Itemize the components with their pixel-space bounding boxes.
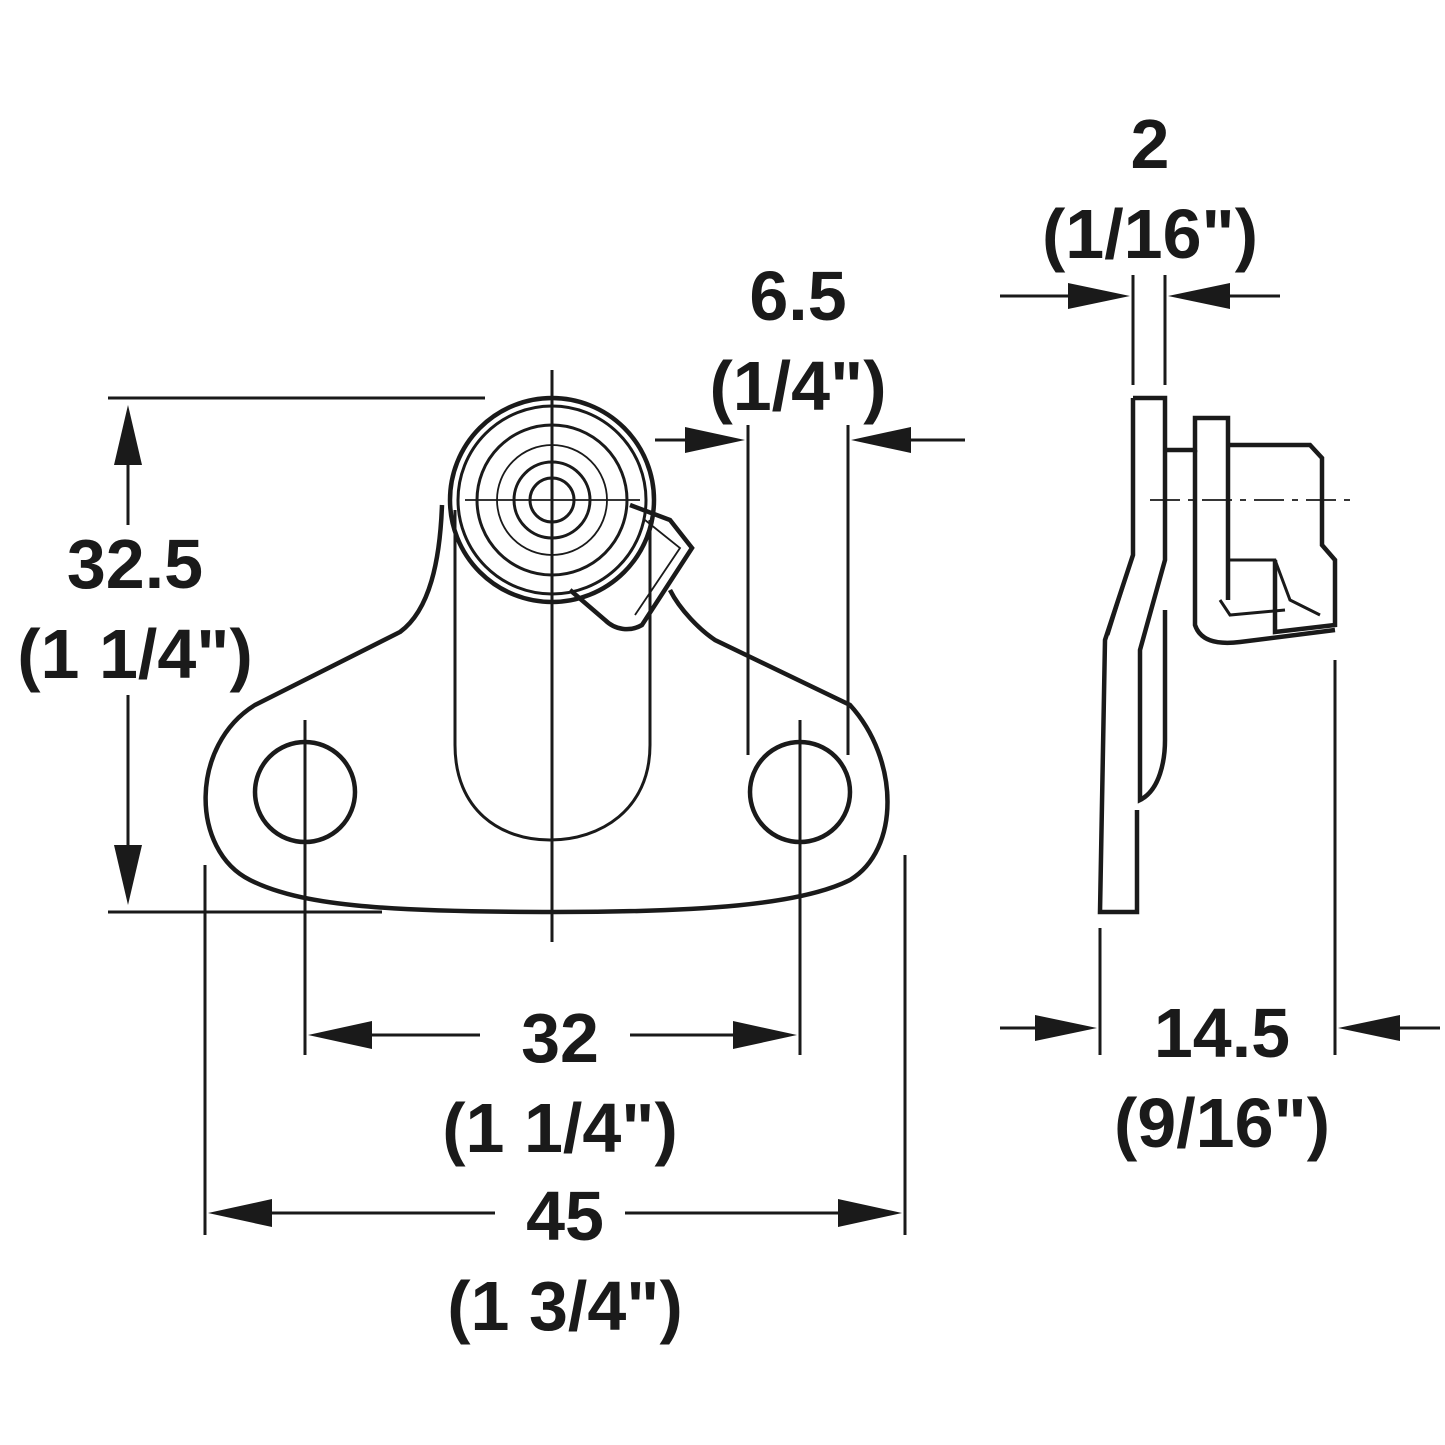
hole-spacing-dimension: 32 (1 1/4") xyxy=(303,720,802,1167)
slot-width-dimension: 6.5 (1/4") xyxy=(655,257,965,755)
height-arrow-top xyxy=(114,405,142,465)
hole-spacing-arrow-right xyxy=(733,1021,797,1049)
slot-arrow-left xyxy=(685,427,745,453)
clip-tab xyxy=(568,502,695,632)
hole-spacing-imperial-label: (1 1/4") xyxy=(442,1089,678,1167)
slot-width-imperial-label: (1/4") xyxy=(709,347,886,425)
overall-width-arrow-right xyxy=(838,1199,902,1227)
front-view xyxy=(203,370,890,942)
slot-width-metric-label: 6.5 xyxy=(749,257,846,335)
stud-lower xyxy=(1192,450,1336,645)
stud-body xyxy=(1228,442,1338,635)
clip-tab-inner xyxy=(634,519,682,616)
base-plate-outline xyxy=(203,504,890,915)
side-plate-edge xyxy=(1106,554,1135,636)
height-metric-label: 32.5 xyxy=(67,525,203,603)
slot-arrow-right xyxy=(851,427,911,453)
height-arrow-bottom xyxy=(114,845,142,905)
overall-width-dimension: 45 (1 3/4") xyxy=(203,855,907,1345)
overall-width-imperial-label: (1 3/4") xyxy=(447,1267,683,1345)
stud-clip-detail xyxy=(1228,558,1321,617)
thickness-metric-label: 2 xyxy=(1131,105,1170,183)
height-dimension: 32.5 (1 1/4") xyxy=(17,396,485,914)
thickness-dimension: 2 (1/16") xyxy=(1000,105,1280,385)
side-plate xyxy=(1097,395,1168,915)
stud-clip-inner xyxy=(1218,599,1286,617)
overall-width-metric-label: 45 xyxy=(526,1177,604,1255)
depth-arrow-right xyxy=(1338,1015,1400,1041)
thickness-imperial-label: (1/16") xyxy=(1042,195,1258,273)
hole-spacing-arrow-left xyxy=(308,1021,372,1049)
height-imperial-label: (1 1/4") xyxy=(17,615,253,693)
center-slot xyxy=(453,510,652,842)
depth-metric-label: 14.5 xyxy=(1154,994,1290,1072)
thickness-arrow-left xyxy=(1068,283,1130,309)
depth-dimension: 14.5 (9/16") xyxy=(1000,660,1440,1162)
overall-width-arrow-left xyxy=(208,1199,272,1227)
depth-imperial-label: (9/16") xyxy=(1114,1084,1330,1162)
side-view xyxy=(1097,395,1350,915)
stud-collar xyxy=(1165,415,1231,600)
thickness-arrow-right xyxy=(1168,283,1230,309)
depth-arrow-left xyxy=(1035,1015,1097,1041)
hole-spacing-metric-label: 32 xyxy=(521,999,599,1077)
